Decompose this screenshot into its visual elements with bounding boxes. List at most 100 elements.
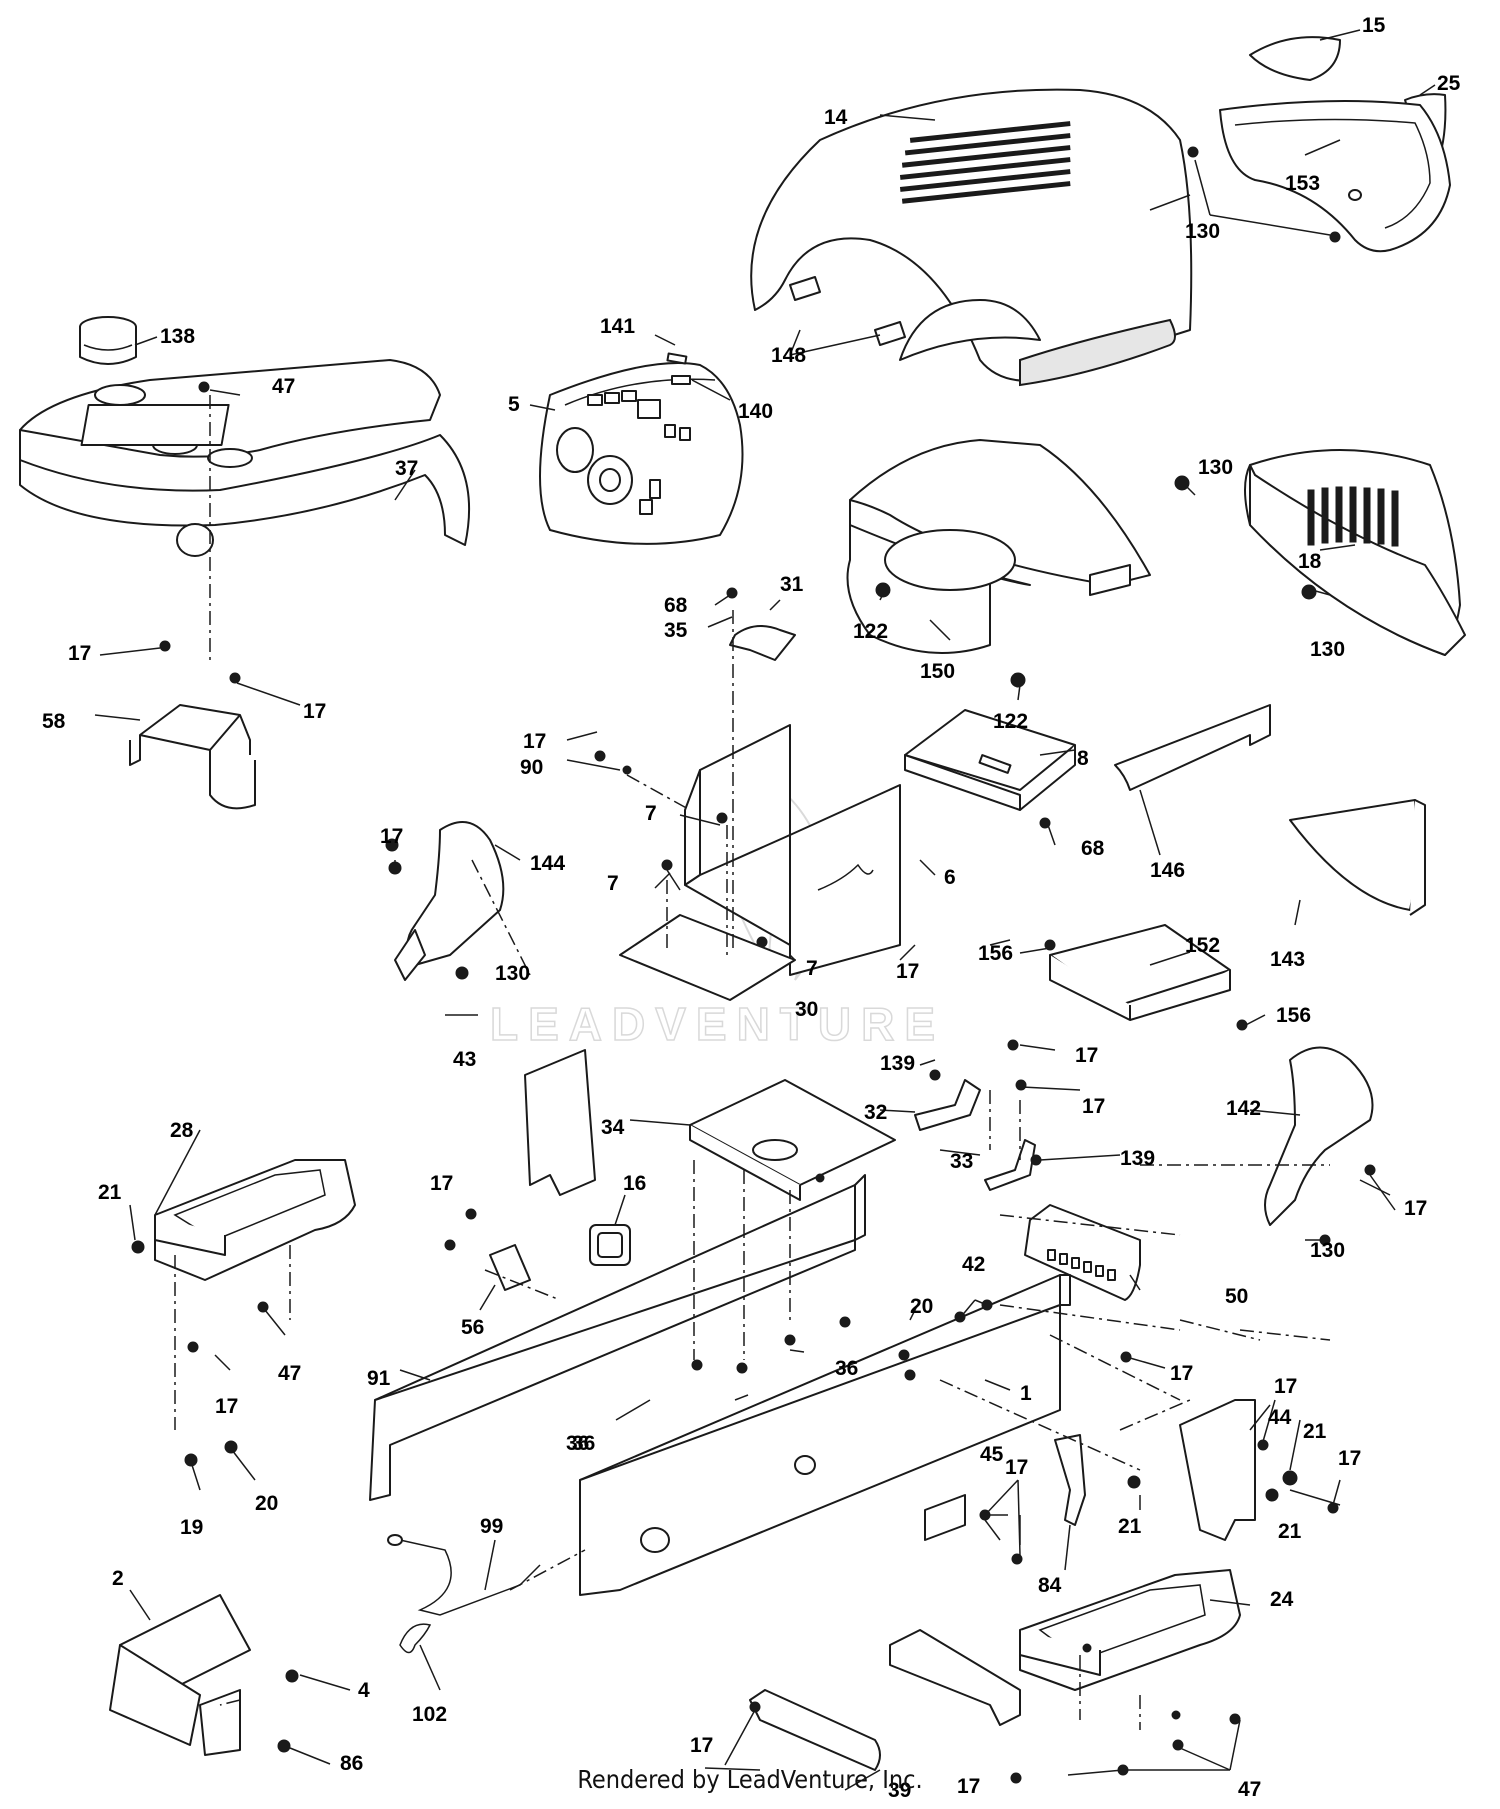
part-6-panel [684, 724, 901, 976]
callout: 50 [1225, 1285, 1248, 1308]
callout: 21 [1303, 1420, 1327, 1443]
callout: 91 [367, 1367, 391, 1390]
callout: 15 [1362, 14, 1386, 37]
callout: 90 [520, 756, 543, 779]
part-bracket-lower [749, 1689, 881, 1771]
callout: 39 [888, 1779, 911, 1802]
callout: 43 [453, 1048, 476, 1071]
part-146 [1114, 704, 1271, 791]
callout: 14 [824, 106, 848, 129]
part-144-bracket [394, 821, 505, 981]
part-142-bracket [1264, 1046, 1374, 1226]
part-44 [1179, 1399, 1256, 1541]
callout: 35 [664, 619, 688, 642]
callout: 7 [607, 872, 619, 895]
callout: 17 [1274, 1375, 1297, 1398]
callout: 4 [358, 1679, 370, 1702]
part-58-bracket [129, 704, 256, 810]
part-45 [924, 1494, 966, 1541]
callout: 25 [1437, 72, 1461, 95]
callout: 56 [461, 1316, 484, 1339]
callout: 130 [495, 962, 530, 985]
part-84 [1054, 1434, 1086, 1526]
callout: 139 [1120, 1147, 1155, 1170]
callout: 2 [112, 1567, 124, 1590]
part-140 [671, 375, 691, 385]
callout: 34 [601, 1116, 625, 1139]
callout: 20 [910, 1295, 933, 1318]
callout: 6 [944, 866, 956, 889]
part-37-console [19, 359, 471, 557]
callout: 36 [566, 1432, 589, 1455]
part-152 [1049, 924, 1231, 1021]
callout: 148 [771, 344, 806, 367]
callout: 5 [508, 393, 520, 416]
callout: 146 [1150, 859, 1185, 882]
part-50-grille [1024, 1204, 1141, 1301]
callout: 139 [880, 1052, 915, 1075]
part-153-bezel [1219, 100, 1451, 253]
callout: 17 [1338, 1447, 1361, 1470]
callout: 17 [1005, 1456, 1028, 1479]
callout: 18 [1298, 550, 1322, 573]
callout: 17 [1170, 1362, 1193, 1385]
callout: 17 [690, 1734, 713, 1757]
callout: 130 [1185, 220, 1220, 243]
part-31-bracket [729, 625, 796, 661]
callout: 102 [412, 1703, 447, 1726]
part-39-bracket [889, 1629, 1021, 1726]
part-102-pin [399, 1623, 432, 1654]
part-43 [524, 1049, 596, 1196]
callout: 142 [1226, 1097, 1261, 1120]
part-28-footrest [154, 1159, 356, 1281]
part-14-hood [750, 88, 1193, 387]
callout: 17 [1075, 1044, 1098, 1067]
part-15-lens [1249, 36, 1341, 81]
callout: 17 [1404, 1197, 1427, 1220]
part-18-grille [1244, 449, 1466, 656]
leader-lines [94, 29, 1436, 1791]
part-34-plate [689, 1079, 896, 1201]
callout: 32 [864, 1101, 887, 1124]
callout: 21 [1118, 1515, 1142, 1538]
hardware [131, 146, 1376, 1784]
callout: 47 [272, 375, 295, 398]
part-91-frame [369, 1174, 866, 1501]
callouts: 15 25 14 153 130 138 141 140 148 47 5 37… [42, 14, 1461, 1802]
callout: 84 [1038, 1574, 1062, 1597]
callout: 36 [835, 1357, 858, 1380]
part-32 [914, 1079, 981, 1131]
callout: 130 [1310, 1239, 1345, 1262]
callout: 21 [1278, 1520, 1302, 1543]
part-2-bracket [109, 1594, 251, 1756]
part-1-frame [579, 1274, 1071, 1596]
callout: 17 [215, 1395, 238, 1418]
callout: 150 [920, 660, 955, 683]
callout: 17 [430, 1172, 453, 1195]
callout: 20 [255, 1492, 278, 1515]
part-33 [984, 1139, 1036, 1191]
callout: 130 [1198, 456, 1233, 479]
part-99-rod [387, 1534, 541, 1616]
callout: 99 [480, 1515, 503, 1538]
part-5-dashpanel [539, 362, 744, 545]
callout: 7 [806, 957, 818, 980]
callout: 36 [572, 1432, 595, 1455]
callout: 47 [1238, 1778, 1261, 1801]
callout: 152 [1185, 934, 1220, 957]
callout: 17 [380, 825, 403, 848]
callout: 45 [980, 1443, 1004, 1466]
callout: 42 [962, 1253, 985, 1276]
callout: 143 [1270, 948, 1305, 971]
callout: 37 [395, 457, 418, 480]
watermark-text: LEADVENTURE [490, 998, 945, 1050]
callout: 140 [738, 400, 773, 423]
callout: 17 [1082, 1095, 1105, 1118]
callout: 122 [993, 710, 1028, 733]
callout: 17 [68, 642, 91, 665]
part-150-tray [846, 439, 1151, 654]
callout: 33 [950, 1150, 973, 1173]
callout: 24 [1270, 1588, 1294, 1611]
callout: 28 [170, 1119, 194, 1142]
